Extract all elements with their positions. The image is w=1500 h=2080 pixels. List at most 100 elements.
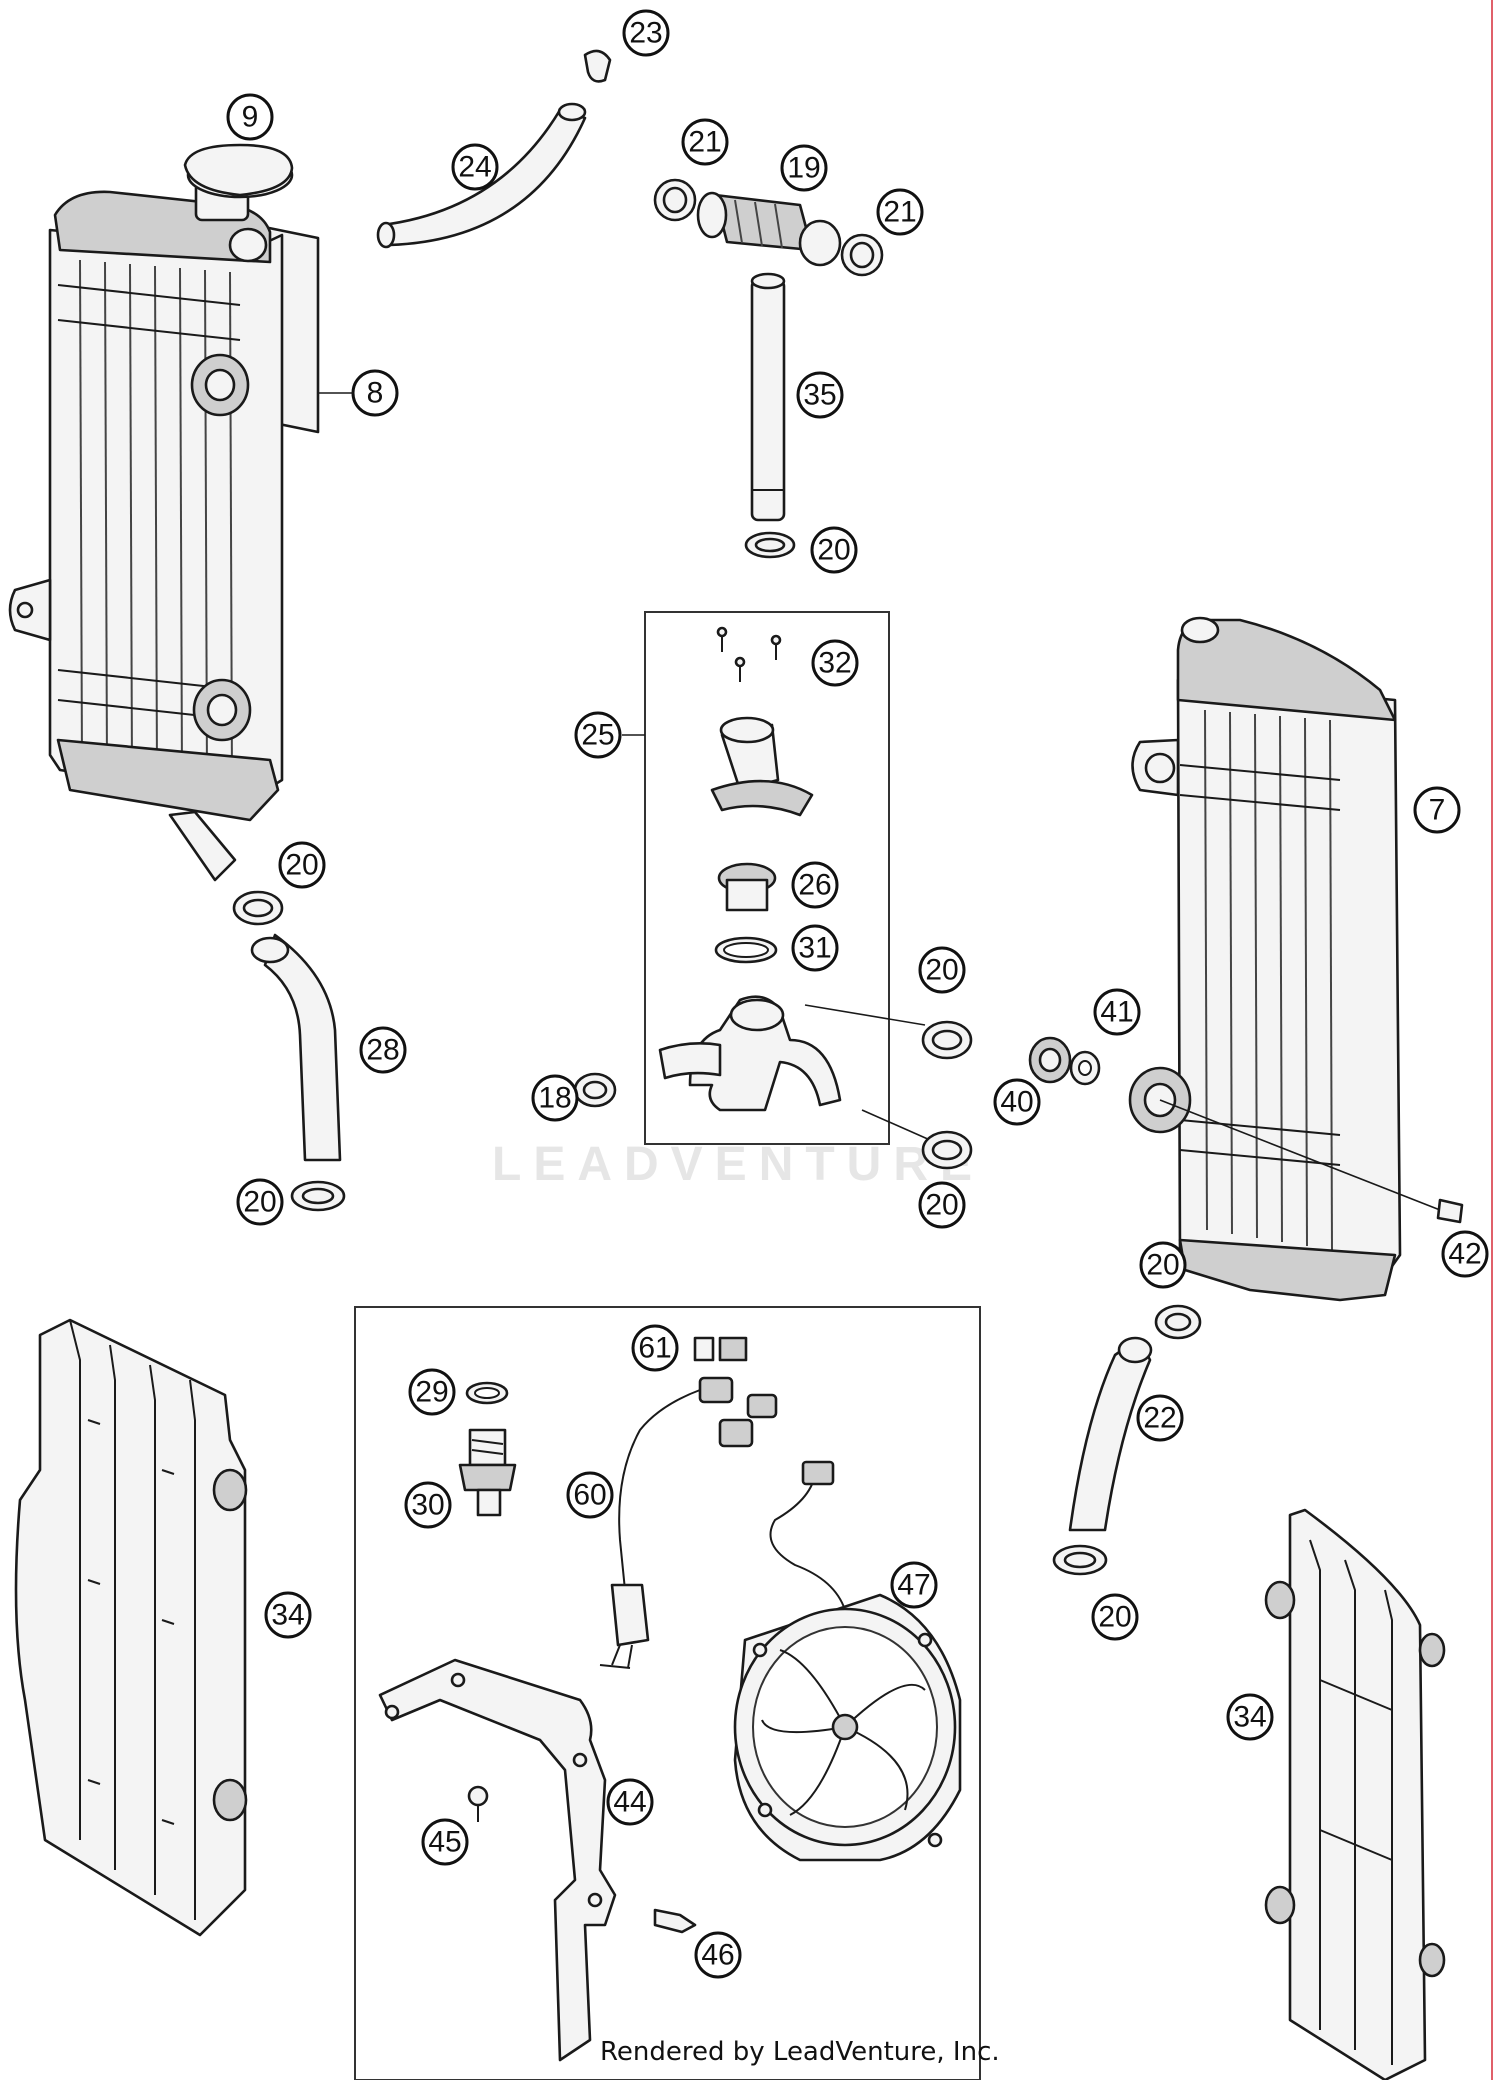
- callout-22: 22: [1136, 1394, 1184, 1442]
- screw-45: [467, 1785, 489, 1822]
- right-radiator-guard: [1264, 1508, 1446, 2080]
- callout-20: 20: [810, 526, 858, 574]
- bracket-44: [378, 1658, 617, 2062]
- grommet-40: [1028, 1036, 1072, 1084]
- callout-18: 18: [531, 1074, 579, 1122]
- svg-text:30: 30: [411, 1489, 444, 1522]
- svg-text:20: 20: [925, 1189, 958, 1222]
- thermostat-26: [717, 862, 777, 912]
- left-radiator: [8, 143, 320, 882]
- svg-text:46: 46: [701, 1939, 734, 1972]
- rendered-by-credit: Rendered by LeadVenture, Inc.: [600, 2037, 1000, 2067]
- leader-20-lower: [861, 1109, 931, 1141]
- callout-34: 34: [264, 1591, 312, 1639]
- hose-22: [1068, 1336, 1153, 1532]
- clamp-20-right-lower: [1052, 1544, 1108, 1576]
- clamp-20-top: [744, 531, 796, 559]
- washer-41: [1069, 1050, 1101, 1086]
- svg-text:19: 19: [787, 152, 820, 185]
- clamp-20-left-lower: [290, 1180, 346, 1212]
- svg-text:34: 34: [271, 1599, 304, 1632]
- callout-24: 24: [451, 143, 499, 191]
- callout-45: 45: [421, 1818, 469, 1866]
- callout-20: 20: [278, 841, 326, 889]
- callout-32: 32: [811, 639, 859, 687]
- bolt-42: [1436, 1198, 1464, 1224]
- clamp-18: [573, 1072, 617, 1108]
- callout-25: 25: [574, 711, 622, 759]
- callout-26: 26: [791, 861, 839, 909]
- callout-46: 46: [694, 1931, 742, 1979]
- svg-text:20: 20: [1098, 1601, 1131, 1634]
- screws-32: [716, 626, 782, 682]
- callout-35: 35: [796, 371, 844, 419]
- callout-labels: 9 23 24 21 19 21 8 35 20 32 25 7 20 26 3…: [226, 9, 1489, 1979]
- callout-40: 40: [993, 1078, 1041, 1126]
- svg-text:25: 25: [581, 719, 614, 752]
- callout-28: 28: [359, 1026, 407, 1074]
- clip-23: [583, 49, 612, 83]
- svg-text:28: 28: [366, 1034, 399, 1067]
- svg-text:29: 29: [415, 1376, 448, 1409]
- svg-text:42: 42: [1448, 1238, 1481, 1271]
- callout-20: 20: [1139, 1241, 1187, 1289]
- clamp-20-right-upper: [1154, 1304, 1202, 1340]
- thermostat-cover: [710, 716, 814, 817]
- wiring-harness-60: [599, 1376, 778, 1669]
- svg-text:20: 20: [925, 954, 958, 987]
- svg-text:21: 21: [688, 126, 721, 159]
- svg-text:61: 61: [638, 1332, 671, 1365]
- thermostat-housing: [658, 995, 842, 1112]
- svg-text:23: 23: [629, 17, 662, 50]
- callout-42: 42: [1441, 1230, 1489, 1278]
- callout-7: 7: [1413, 786, 1461, 834]
- clamp-21-right: [840, 233, 884, 277]
- leader-42: [1159, 1099, 1441, 1211]
- switch-30: [458, 1428, 517, 1517]
- clamp-20-mid-lower: [921, 1130, 973, 1170]
- svg-text:40: 40: [1000, 1086, 1033, 1119]
- pipe-19: [696, 191, 842, 267]
- rivet-46: [653, 1908, 697, 1934]
- svg-text:47: 47: [897, 1569, 930, 1602]
- svg-text:31: 31: [798, 932, 831, 965]
- callout-20: 20: [236, 1178, 284, 1226]
- thermostat-assembly-box: [644, 611, 890, 1145]
- svg-text:20: 20: [817, 534, 850, 567]
- callout-21: 21: [876, 188, 924, 236]
- svg-text:44: 44: [613, 1786, 646, 1819]
- svg-text:60: 60: [573, 1479, 606, 1512]
- tube-35: [750, 272, 786, 522]
- callout-20: 20: [918, 1181, 966, 1229]
- callout-41: 41: [1093, 988, 1141, 1036]
- svg-text:35: 35: [803, 379, 836, 412]
- callout-19: 19: [780, 144, 828, 192]
- watermark: LEADVENTURE: [492, 1138, 984, 1191]
- callout-61: 61: [631, 1324, 679, 1372]
- svg-text:18: 18: [538, 1082, 571, 1115]
- svg-text:45: 45: [428, 1826, 461, 1859]
- svg-text:24: 24: [458, 151, 491, 184]
- clamp-21-left: [653, 178, 697, 222]
- clamp-20-left-upper: [232, 890, 284, 926]
- svg-text:7: 7: [1429, 794, 1446, 827]
- fan-kit-box: [354, 1306, 981, 2080]
- callout-21: 21: [681, 118, 729, 166]
- callout-31: 31: [791, 924, 839, 972]
- o-ring-31: [714, 936, 778, 964]
- callout-60: 60: [566, 1471, 614, 1519]
- callout-30: 30: [404, 1481, 452, 1529]
- svg-text:20: 20: [285, 849, 318, 882]
- seal-29: [465, 1381, 509, 1405]
- callout-20: 20: [918, 946, 966, 994]
- svg-text:32: 32: [818, 647, 851, 680]
- svg-text:20: 20: [243, 1186, 276, 1219]
- svg-text:9: 9: [242, 101, 259, 134]
- callout-47: 47: [890, 1561, 938, 1609]
- callout-44: 44: [606, 1778, 654, 1826]
- leader-20-upper: [804, 1004, 926, 1026]
- svg-text:34: 34: [1233, 1701, 1266, 1734]
- callout-20: 20: [1091, 1593, 1139, 1641]
